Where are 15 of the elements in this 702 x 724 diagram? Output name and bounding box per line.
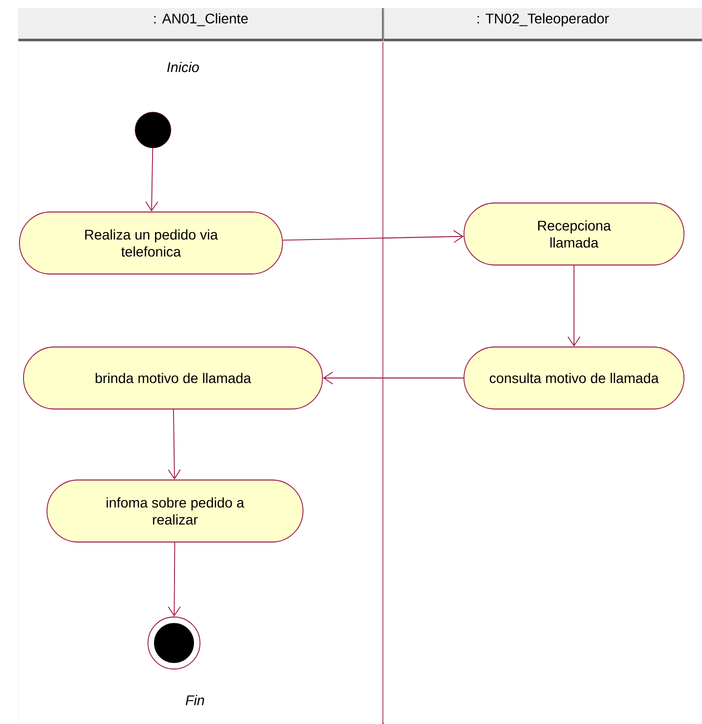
arrow [568,265,580,347]
arrow [282,230,464,244]
node-caption: Inicio [167,62,199,72]
activity-box: infoma sobre pedido a realizar [46,480,304,542]
activity-box: Recepciona llamada [464,202,684,266]
arrow [322,372,464,384]
arrow [145,148,158,212]
activity-box: brinda motivo de llamada [23,346,323,410]
activity-box: consulta motivo de llamada [464,346,684,410]
arrow [168,409,181,480]
node-caption: Fin [186,694,204,706]
arrow [168,542,181,617]
activity-box: Realiza un pedido via telefonica [19,212,283,274]
start-node [134,112,172,148]
end-node [148,616,200,670]
